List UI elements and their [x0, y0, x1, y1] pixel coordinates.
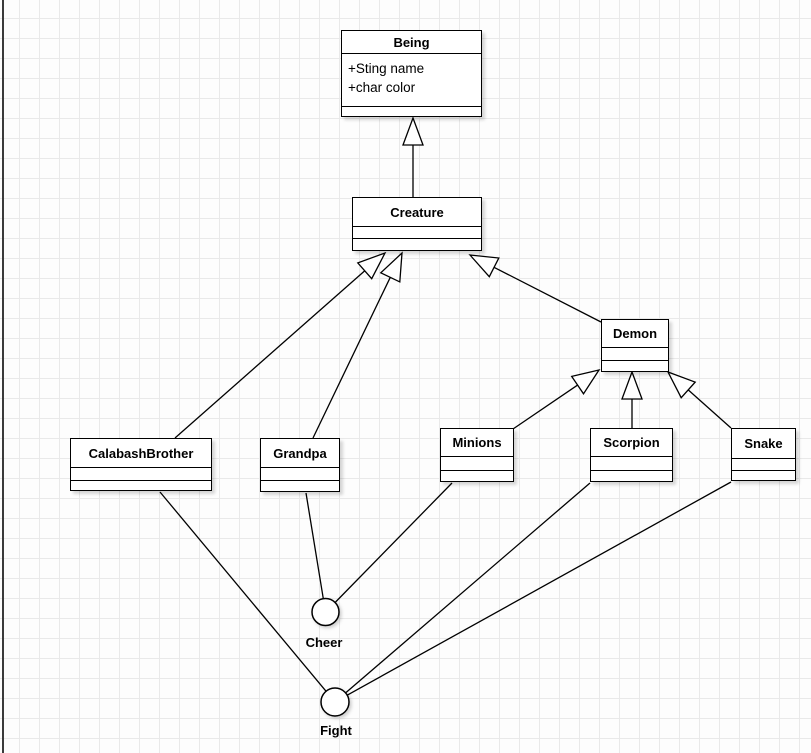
attribute-line: +char color [348, 80, 416, 95]
interface-fight-circle[interactable] [320, 687, 350, 717]
class-demon-attributes [602, 348, 668, 361]
edge-minions-to-demon[interactable] [512, 384, 578, 430]
attribute-line: +Sting name [348, 61, 425, 76]
class-minions-attributes [441, 457, 513, 471]
generalization-arrowhead-demon-mid [621, 370, 643, 400]
class-scorpion-methods [591, 471, 672, 481]
edge-calabashbrother-to-creature[interactable] [174, 270, 366, 439]
edge-scorpion-to-fight[interactable] [345, 482, 591, 694]
class-grandpa-attributes [261, 468, 339, 481]
edge-grandpa-to-creature[interactable] [312, 277, 391, 439]
edge-grandpa-to-cheer[interactable] [305, 492, 324, 599]
class-snake-methods [732, 471, 795, 480]
edge-demon-to-creature[interactable] [493, 266, 602, 323]
edge-minions-to-cheer[interactable] [334, 482, 453, 603]
class-demon[interactable]: Demon [601, 319, 669, 372]
class-minions[interactable]: Minions [440, 428, 514, 482]
class-demon-title: Demon [602, 320, 668, 348]
class-creature-methods [353, 239, 481, 250]
edge-snake-to-demon[interactable] [687, 389, 732, 429]
class-minions-title: Minions [441, 429, 513, 457]
edge-calabashbrother-to-fight[interactable] [159, 491, 327, 692]
generalization-arrowhead-being [402, 116, 424, 146]
window-left-edge [2, 0, 4, 753]
interface-cheer-label[interactable]: Cheer [305, 635, 343, 650]
generalization-arrowhead-creature-right [468, 254, 500, 278]
class-creature[interactable]: Creature [352, 197, 482, 251]
class-being-title: Being [342, 31, 481, 54]
class-snake-title: Snake [732, 429, 795, 459]
class-being-methods [342, 107, 481, 116]
class-calabashbrother[interactable]: CalabashBrother [70, 438, 212, 491]
class-being-attributes: +Sting name +char color [342, 54, 481, 107]
class-scorpion-attributes [591, 457, 672, 471]
class-grandpa-title: Grandpa [261, 439, 339, 468]
class-grandpa-methods [261, 481, 339, 491]
class-snake-attributes [732, 459, 795, 471]
class-demon-methods [602, 361, 668, 371]
class-calabashbrother-methods [71, 481, 211, 490]
class-minions-methods [441, 471, 513, 481]
generalization-arrowhead-creature-left [356, 251, 387, 280]
class-calabashbrother-attributes [71, 468, 211, 481]
generalization-arrowhead-demon-right [666, 370, 697, 399]
class-creature-attributes [353, 227, 481, 239]
class-scorpion-title: Scorpion [591, 429, 672, 457]
generalization-arrowhead-creature-mid [379, 251, 403, 283]
class-snake[interactable]: Snake [731, 428, 796, 481]
class-creature-title: Creature [353, 198, 481, 227]
class-scorpion[interactable]: Scorpion [590, 428, 673, 482]
generalization-arrowhead-demon-left [570, 368, 601, 395]
interface-fight-label[interactable]: Fight [320, 723, 352, 738]
class-calabashbrother-title: CalabashBrother [71, 439, 211, 468]
class-grandpa[interactable]: Grandpa [260, 438, 340, 492]
class-being[interactable]: Being +Sting name +char color [341, 30, 482, 117]
edge-snake-to-fight[interactable] [346, 481, 732, 696]
interface-cheer-circle[interactable] [311, 597, 340, 627]
